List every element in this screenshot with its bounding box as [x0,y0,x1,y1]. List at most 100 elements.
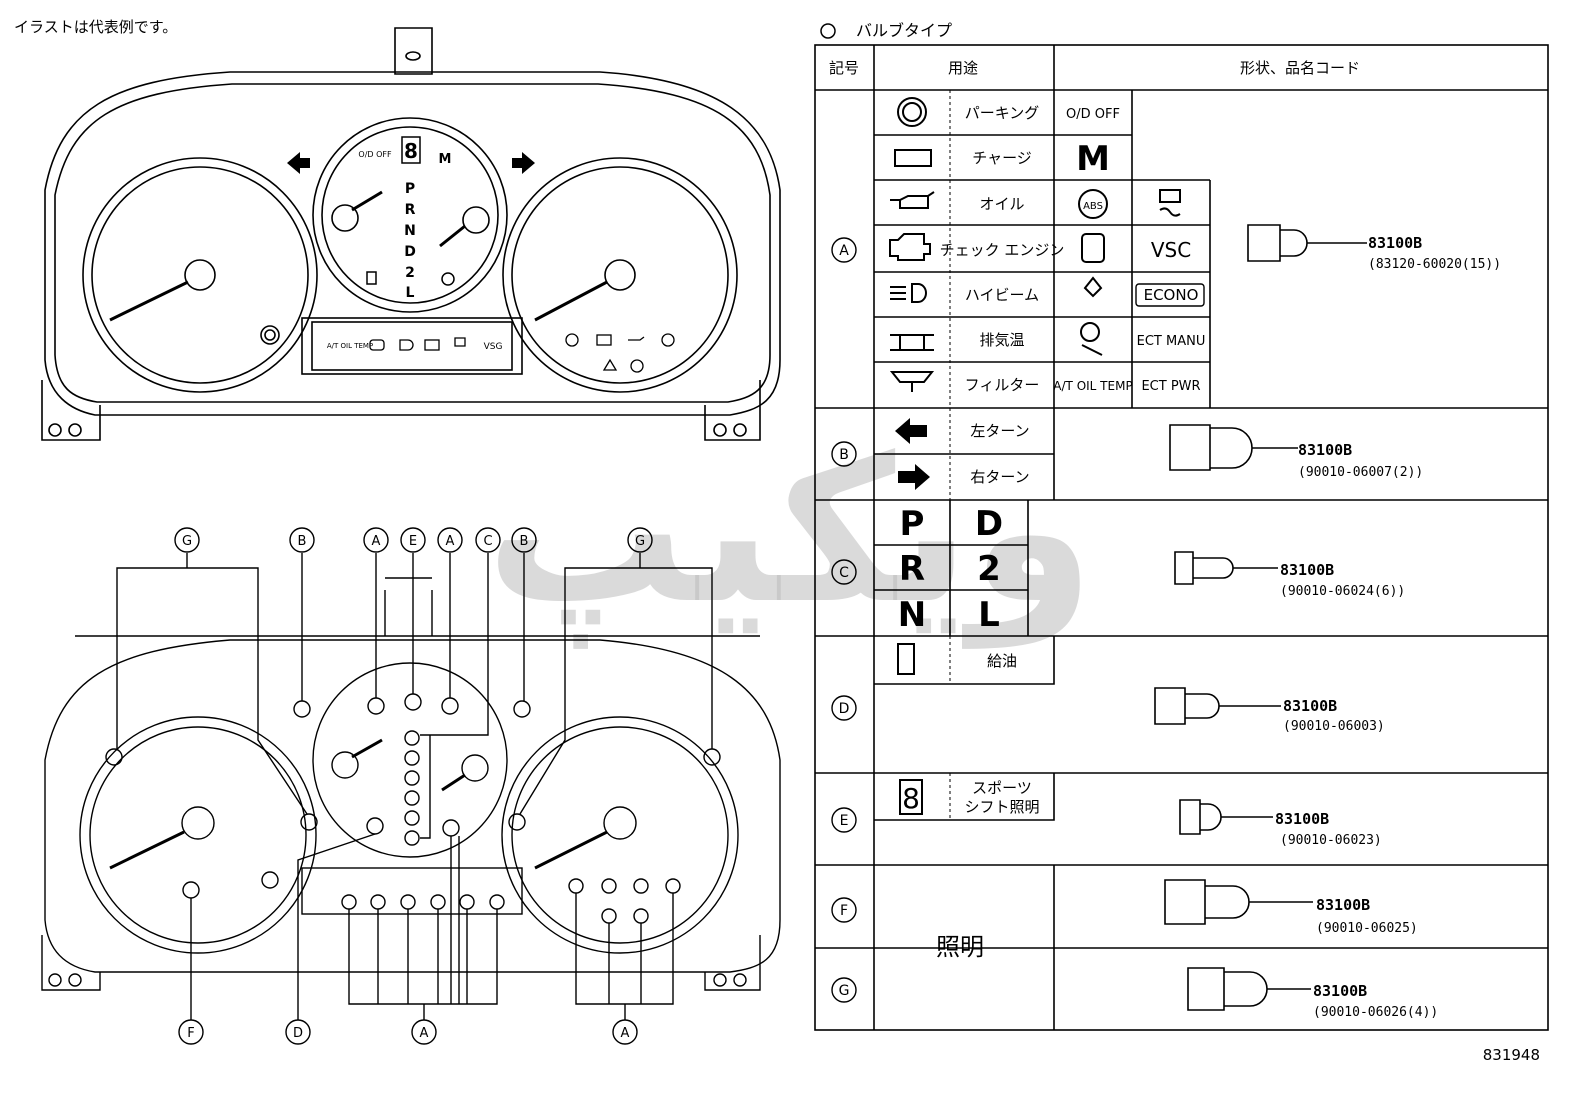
svg-text:スポーツ: スポーツ [972,779,1032,797]
digit-8-icon [899,779,923,815]
svg-text:A: A [446,534,455,549]
check-engine-icon [889,233,931,261]
svg-text:F: F [187,1026,194,1041]
bulb-drawings [1154,224,1367,1011]
svg-text:D: D [975,504,1003,544]
skid-icon [1159,189,1181,217]
group-a-labels: パーキング チャージ オイル チェック エンジン ハイビーム 排気温 フィルター [940,104,1065,394]
svg-text:シフト照明: シフト照明 [964,798,1039,816]
illumination-label: 照明 [936,933,984,961]
parking-brake-icon [897,97,927,127]
bulb-type-title: バルブタイプ [856,21,952,40]
group-a-codes: O/D OFF M ABS VSC ECONO ECT MANU A/T OIL… [1053,107,1205,394]
svg-text:A: A [420,1026,429,1041]
svg-text:A: A [839,243,849,259]
seatbelt-icon [1083,276,1103,298]
od-off-label: O/D OFF [358,150,392,159]
svg-text:(90010-06023): (90010-06023) [1280,833,1382,848]
group-b-labels: 左ターン 右ターン [970,422,1029,486]
svg-text:A: A [621,1026,630,1041]
svg-text:N: N [404,223,416,239]
left-arrow-icon [895,418,927,444]
svg-text:83100B: 83100B [1280,561,1334,579]
svg-text:G: G [839,983,850,999]
table-headers: 記号 用途 形状、品名コード [829,59,1360,77]
part-codes: 83100B (83120-60020(15)) 83100B (90010-0… [1275,234,1501,1020]
svg-text:F: F [840,903,848,919]
svg-text:チェック エンジン: チェック エンジン [940,241,1065,259]
svg-text:2: 2 [405,265,415,281]
svg-text:L: L [978,595,1000,635]
svg-text:G: G [635,534,645,549]
svg-text:2: 2 [977,549,1001,589]
header-shape: 形状、品名コード [1240,59,1360,77]
group-c-gears: P D R 2 N L [898,504,1003,635]
svg-text:(90010-06003): (90010-06003) [1283,719,1385,734]
airbag-icon [1080,322,1100,342]
abs-icon [1078,189,1108,219]
vsg-label: VSG [484,342,503,352]
svg-text:A/T OIL TEMP: A/T OIL TEMP [1053,379,1132,393]
svg-text:O/D OFF: O/D OFF [1066,107,1120,122]
svg-text:左ターン: 左ターン [970,422,1029,440]
svg-text:D: D [293,1026,303,1041]
svg-text:8: 8 [902,782,920,815]
svg-text:(83120-60020(15)): (83120-60020(15)) [1368,257,1501,272]
door-icon [1081,233,1105,263]
svg-text:ハイビーム: ハイビーム [965,286,1039,304]
svg-text:83100B: 83100B [1316,896,1370,914]
oil-can-icon [890,191,935,209]
right-turn-arrow-icon [512,152,535,174]
header-usage: 用途 [948,59,978,77]
svg-text:(90010-06024(6)): (90010-06024(6)) [1280,584,1405,599]
svg-text:E: E [409,534,417,549]
svg-text:L: L [406,285,415,301]
callout-labels: G B A E A C B G F D A A [174,527,653,1045]
group-e-labels: スポーツ シフト照明 [964,779,1039,816]
svg-text:右ターン: 右ターン [970,468,1029,486]
svg-text:E: E [840,813,849,829]
svg-text:B: B [839,447,849,463]
svg-text:83100B: 83100B [1283,697,1337,715]
svg-text:ECT PWR: ECT PWR [1141,379,1200,394]
svg-text:N: N [898,595,926,635]
svg-text:M: M [1076,139,1110,179]
headlight-icon [890,283,927,303]
svg-text:R: R [899,549,925,589]
svg-text:83100B: 83100B [1368,234,1422,252]
svg-text:VSC: VSC [1151,238,1191,262]
svg-text:オイル: オイル [979,195,1024,213]
sport-shift-digit-icon [401,136,421,164]
svg-text:(90010-06026(4)): (90010-06026(4)) [1313,1005,1438,1020]
svg-text:B: B [520,534,529,549]
svg-text:83100B: 83100B [1298,441,1352,459]
svg-text:パーキング: パーキング [965,104,1040,122]
bulb-table [814,44,1549,1031]
svg-text:G: G [182,534,192,549]
right-arrow-icon [898,464,930,490]
svg-text:8: 8 [404,139,418,163]
svg-text:83100B: 83100B [1275,810,1329,828]
svg-text:A: A [372,534,381,549]
at-oil-temp-label: A/T OIL TEMP [327,342,373,350]
svg-text:R: R [405,202,416,218]
svg-text:B: B [298,534,307,549]
battery-icon [894,149,932,167]
svg-text:P: P [405,181,415,197]
m-label: M [439,152,452,167]
svg-text:D: D [839,701,850,717]
svg-text:フィルター: フィルター [965,376,1040,394]
illustration-note: イラストは代表例です。 [14,18,178,36]
gear-letters: P R N D 2 L [404,181,416,301]
svg-text:(90010-06025): (90010-06025) [1316,921,1418,936]
group-d-label: 給油 [987,652,1017,670]
svg-text:チャージ: チャージ [972,149,1032,167]
svg-text:83100B: 83100B [1313,982,1367,1000]
panel-indicator-icons [369,333,675,373]
svg-text:ECT MANU: ECT MANU [1137,334,1206,349]
svg-text:排気温: 排気温 [979,331,1024,349]
svg-text:ECONO: ECONO [1144,286,1199,304]
header-symbol: 記号 [829,59,859,77]
